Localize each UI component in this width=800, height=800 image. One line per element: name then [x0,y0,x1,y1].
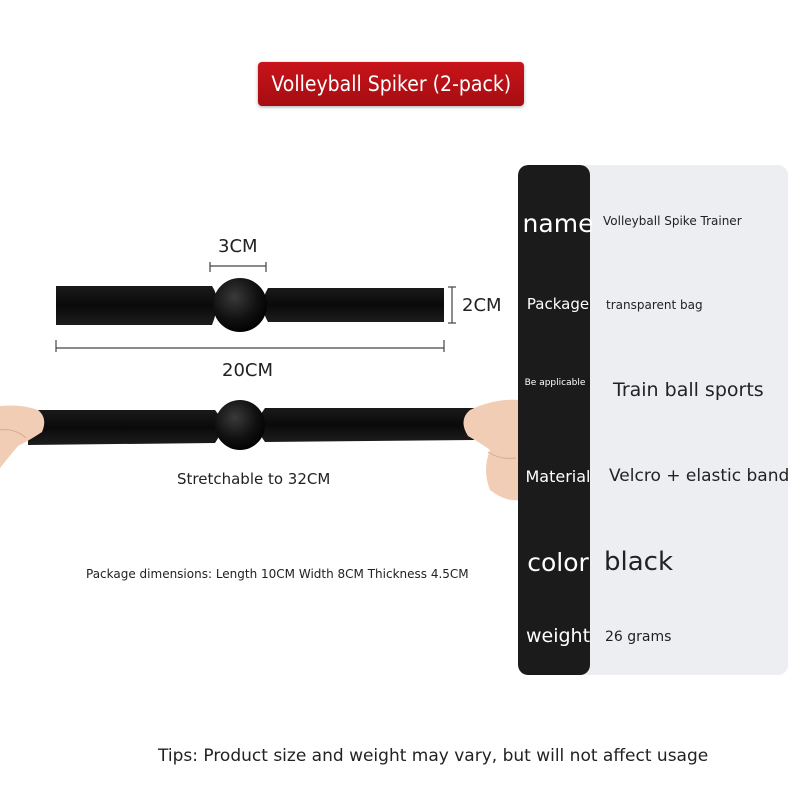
strap-stretched [0,399,520,501]
spec-value-package: transparent bag [606,298,703,312]
left-hand [0,405,45,468]
spec-card: name Volleyball Spike Trainer Package tr… [518,165,788,675]
tips-note: Tips: Product size and weight may vary, … [158,746,709,766]
page-title: Volleyball Spiker (2-pack) [271,72,511,96]
package-dimensions: Package dimensions: Length 10CM Width 8C… [86,567,469,581]
spec-label-material: Material [525,467,591,486]
ball-top [213,278,267,332]
strap-length-bracket [55,340,445,352]
spec-label-weight: weight [525,625,591,647]
ball-bottom [215,400,265,450]
spec-value-applicable: Train ball sports [613,379,764,401]
spec-label-package: Package [526,295,590,313]
title-banner: Volleyball Spiker (2-pack) [258,62,524,106]
spec-label-name: name [522,209,594,238]
spec-label-color: color [527,548,589,577]
right-hand [463,399,520,501]
spec-value-name: Volleyball Spike Trainer [603,214,742,228]
ball-width-bracket [209,262,267,272]
strap-length-label: 20CM [222,360,274,381]
spec-value-color: black [604,547,674,577]
spec-value-weight: 26 grams [605,629,672,645]
strap-height-bracket [448,286,456,324]
strap-height-label: 2CM [462,295,502,316]
ball-width-label: 3CM [218,236,258,257]
spec-label-column [518,165,590,675]
stretch-caption: Stretchable to 32CM [177,470,331,488]
spec-label-applicable: Be applicable [524,378,586,388]
strap-top [56,278,444,332]
spec-value-material: Velcro + elastic band [609,466,788,486]
